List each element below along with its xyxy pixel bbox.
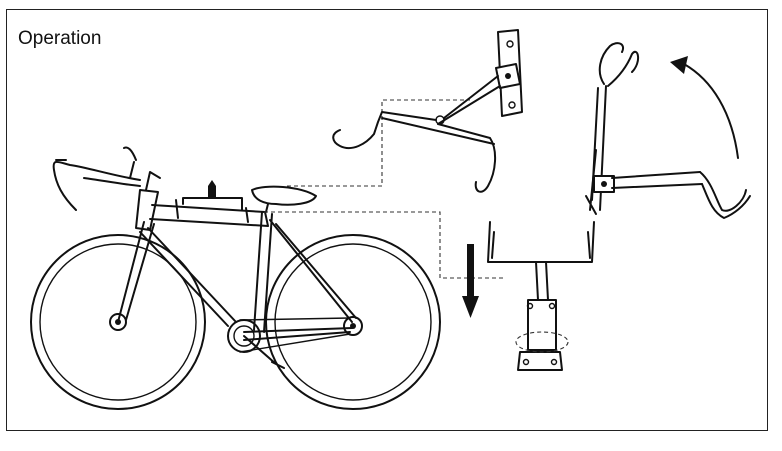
top-tube-mount <box>175 180 249 223</box>
rear-wheel <box>265 234 441 410</box>
top-tube <box>149 204 269 227</box>
stem <box>145 171 161 191</box>
wall-bracket-installed <box>487 221 595 371</box>
front-fork <box>117 221 155 323</box>
seat-tube <box>253 211 273 333</box>
seat-stays <box>269 219 357 323</box>
diagram-frame <box>6 9 768 431</box>
wall-bracket-rotated <box>585 42 751 219</box>
handlebar <box>52 159 141 211</box>
curved-arrow-icon <box>670 56 739 159</box>
chain-stays <box>243 327 353 341</box>
page-title: Operation <box>18 28 102 49</box>
saddle <box>251 185 317 206</box>
wall-bracket-folded <box>332 29 523 193</box>
bicycle <box>30 146 441 410</box>
down-tube <box>139 227 237 327</box>
chain <box>239 317 351 353</box>
arrow-down-icon <box>462 244 479 318</box>
front-wheel <box>30 234 206 410</box>
